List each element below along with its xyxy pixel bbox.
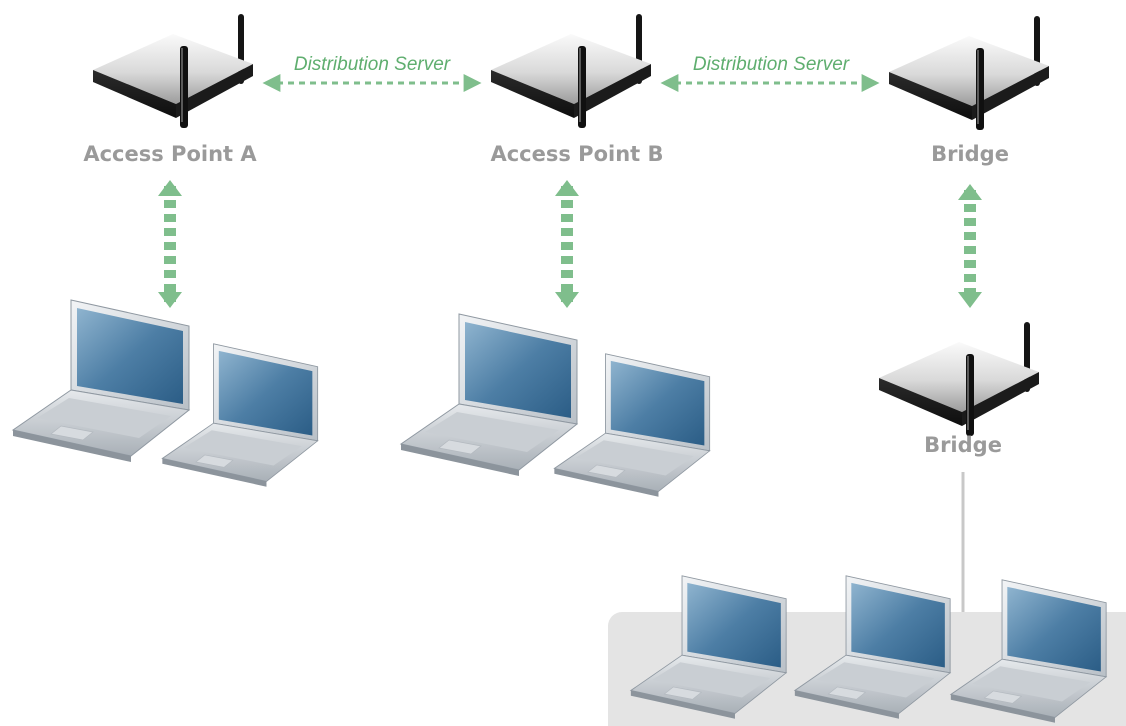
laptop-icon [12, 299, 190, 463]
laptop-icon [553, 353, 711, 498]
distribution-server-label-b-bridge: Distribution Server [692, 54, 850, 75]
access-point-a-label: Access Point A [83, 142, 257, 166]
laptop-icon [400, 313, 578, 477]
access-point-b-label: Access Point B [490, 142, 664, 166]
bridge-bottom-label: Bridge [924, 433, 1002, 457]
distribution-server-label-a-b: Distribution Server [293, 54, 451, 75]
wireless-link-bridge [958, 184, 982, 308]
bridge-top-label: Bridge [931, 142, 1009, 166]
wireless-router-icon [889, 16, 1049, 130]
wireless-link-ap-a [158, 180, 182, 308]
wireless-router-icon [93, 14, 253, 128]
wireless-link-ap-b [555, 180, 579, 308]
wireless-router-icon [879, 322, 1039, 436]
wireless-router-icon [491, 14, 651, 128]
